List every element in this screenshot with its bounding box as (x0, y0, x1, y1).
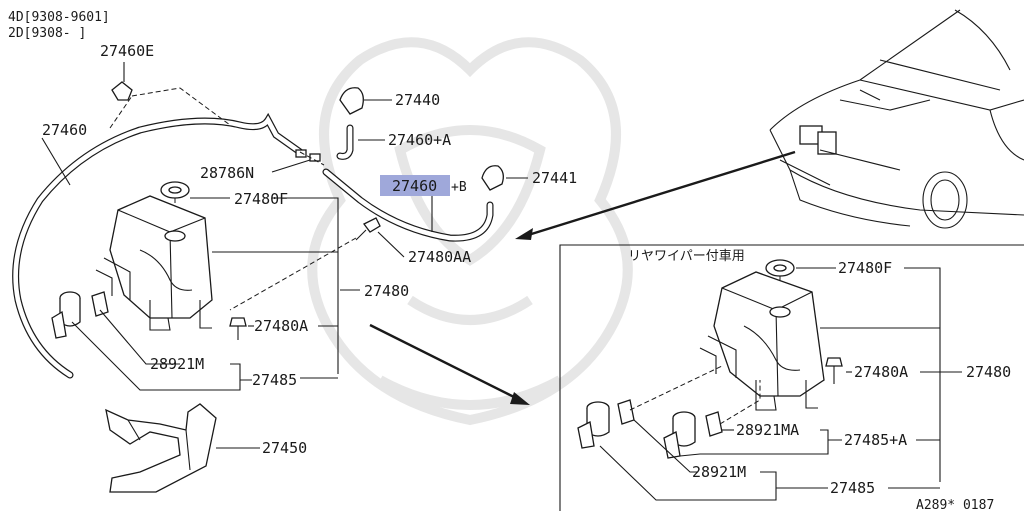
washer-reservoir-tank (95, 195, 213, 331)
inset-label-27485: 27485 (830, 479, 875, 497)
label-27460b-suffix: +B (451, 180, 467, 195)
label-27485: 27485 (252, 371, 297, 389)
washer-hose-27460 (12, 112, 304, 379)
label-27450: 27450 (262, 439, 307, 457)
inset-label-27480: 27480 (966, 363, 1011, 381)
model-range-2d: 2D[9308- ] (8, 26, 86, 41)
splash-guard-27450 (105, 403, 217, 493)
inset-label-27485a: 27485+A (844, 431, 907, 449)
washer-motor-pump (51, 291, 109, 339)
label-27480aa: 27480AA (408, 248, 471, 266)
joint-28786n (295, 149, 325, 166)
inset-leader-27485-group (599, 445, 828, 501)
leader-27480aa (377, 231, 405, 258)
leader-28786n (271, 159, 311, 173)
label-27460a: 27460+A (388, 131, 451, 149)
clip-27460e (111, 62, 133, 101)
diagram-code: A289* 0187 (916, 498, 994, 511)
leader-28921m (99, 309, 180, 365)
inset-leader-27485a-group (679, 429, 842, 457)
inset-label-27480a: 27480A (854, 363, 908, 381)
dashed-guide-27480aa (229, 237, 357, 311)
label-27460e: 27460E (100, 42, 154, 60)
label-27480a: 27480A (254, 317, 308, 335)
model-range-4d: 4D[9308-9601] (8, 10, 110, 25)
leader-27460 (41, 137, 71, 186)
label-28921m: 28921M (150, 355, 204, 373)
label-27441: 27441 (532, 169, 577, 187)
watermark-emblem (307, 37, 633, 426)
inset-pump-rear (663, 411, 723, 459)
inset-leader-28921m (633, 419, 698, 473)
inset-label-28921m: 28921M (692, 463, 746, 481)
dashed-guide-27460e (109, 87, 231, 129)
bolt-27480a (229, 317, 247, 340)
label-27440: 27440 (395, 91, 440, 109)
leader-27485-group (71, 321, 252, 391)
inset-dashed-guides (629, 365, 761, 425)
car-illustration (769, 9, 1024, 229)
inset-reservoir-tank (699, 271, 825, 411)
label-27460b-number[interactable]: 27460 (392, 177, 437, 195)
bracket-27480 (212, 197, 360, 374)
screw-27480aa (355, 217, 381, 241)
nozzle-27441 (481, 165, 504, 191)
arrow-to-main (515, 150, 796, 240)
inset-bolt-27480a (825, 357, 843, 384)
label-28786n: 28786N (200, 164, 254, 182)
inset-label-27480f: 27480F (838, 259, 892, 277)
inset-label-28921ma: 28921MA (736, 421, 799, 439)
hose-27460a (336, 124, 354, 160)
inset-pump-front (577, 399, 635, 449)
label-27480: 27480 (364, 282, 409, 300)
nozzle-27440 (339, 87, 364, 115)
label-27480f: 27480F (234, 190, 288, 208)
inset-frame (559, 244, 1024, 511)
inset-bracket-27480 (904, 267, 941, 482)
hose-27460b (322, 168, 494, 242)
inset-title: リヤワイパー付車用 (628, 249, 745, 264)
highlight-27460b[interactable] (380, 175, 450, 196)
label-27460: 27460 (42, 121, 87, 139)
arrow-to-inset (369, 323, 530, 405)
